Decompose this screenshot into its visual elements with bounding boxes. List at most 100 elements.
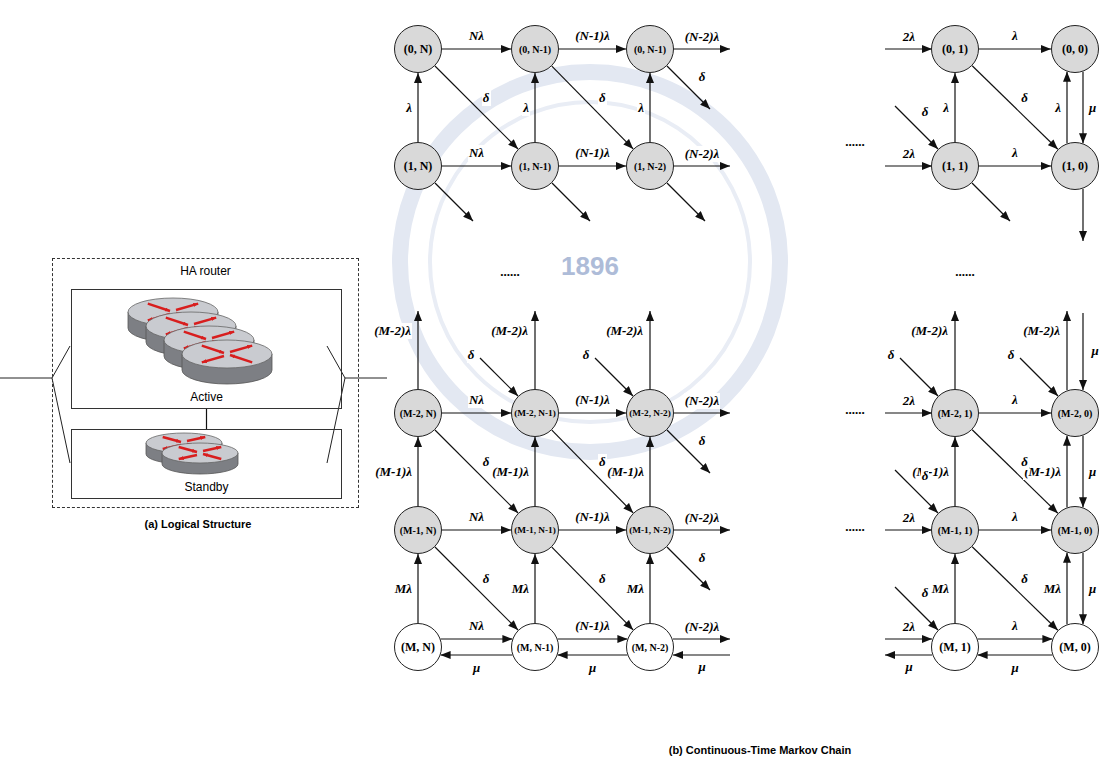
router-icons	[128, 298, 272, 474]
ellipsis: ......	[500, 264, 520, 280]
router-arrow	[212, 332, 234, 338]
rate-label: 2λ	[902, 619, 916, 635]
node-label: (M, N-2)	[632, 642, 669, 653]
rate-label: μ	[904, 659, 913, 675]
node-label: (1, N)	[404, 159, 433, 174]
rate-label: δ	[1007, 347, 1016, 363]
rate-label: δ	[482, 90, 491, 106]
rate-label: δ	[698, 69, 707, 85]
open-arrow	[667, 430, 710, 473]
transition-arrow	[442, 165, 511, 166]
node-label: (M, 0)	[1059, 640, 1090, 655]
rate-label: μ	[1010, 660, 1019, 676]
rate-label: Nλ	[468, 509, 485, 525]
rate-label: (M-2)λ	[490, 323, 529, 339]
state-circle: (0, N-1)	[626, 25, 674, 73]
open-arrow	[885, 529, 932, 530]
rate-label: δ	[482, 571, 491, 587]
rate-label: 2λ	[902, 29, 916, 45]
state-circle: (M-1, N-1)	[511, 506, 559, 554]
transition-arrow	[979, 165, 1051, 166]
rate-label: (M-2)λ	[373, 323, 412, 339]
transition-arrow	[534, 554, 535, 623]
wire	[327, 346, 387, 378]
state-circle: (M-2, N-1)	[511, 389, 559, 437]
transition-arrow	[559, 529, 626, 530]
rate-label: λ	[1011, 509, 1019, 525]
open-arrow	[1082, 189, 1083, 241]
rate-label: (N-2)λ	[684, 146, 721, 162]
router-arrow	[179, 455, 197, 459]
transition-arrow	[559, 412, 626, 413]
state-circle: (M-2, 1)	[931, 389, 979, 437]
rate-label: Mλ	[626, 581, 645, 597]
state-circle: (1, 0)	[1051, 142, 1099, 190]
rate-label: λ	[637, 100, 645, 116]
state-circle: (1, N-2)	[626, 142, 674, 190]
rate-label: δ	[887, 347, 896, 363]
node-label: Active	[72, 390, 341, 404]
rate-label: (N-1)λ	[574, 392, 611, 408]
wire	[327, 378, 345, 463]
rate-label: (N-1)λ	[574, 618, 611, 634]
open-arrow	[673, 529, 730, 530]
transition-arrow	[979, 48, 1051, 49]
node-label: (0, N)	[404, 42, 433, 57]
rate-label: Mλ	[394, 581, 413, 597]
state-circle: (M, 1)	[931, 623, 979, 671]
wire	[0, 346, 70, 378]
rate-label: (M-1)λ	[374, 464, 413, 480]
node-label: (M-1, 0)	[1058, 525, 1092, 536]
node-label: (M-1, 1)	[938, 525, 972, 536]
ellipsis: ......	[845, 134, 865, 150]
state-circle: (M-2, N)	[394, 389, 442, 437]
rate-label: δ	[1020, 571, 1029, 587]
rate-label: (N-2)λ	[684, 510, 721, 526]
open-arrow	[885, 638, 932, 639]
state-circle: (0, 1)	[931, 25, 979, 73]
transition-arrow	[979, 412, 1051, 413]
rate-label: λ	[1011, 392, 1019, 408]
transition-arrow	[1066, 553, 1067, 625]
rate-label: δ	[698, 550, 707, 566]
rate-label: δ	[598, 90, 607, 106]
watermark-ring	[430, 102, 750, 422]
node-label: (M, 1)	[939, 640, 970, 655]
state-circle: (1, 1)	[931, 142, 979, 190]
rate-label: (M-1)λ	[1023, 464, 1062, 480]
transition-arrow	[417, 554, 418, 623]
rate-label: λ	[1011, 618, 1019, 634]
node-label: (M, N)	[401, 640, 435, 655]
transition-arrow	[559, 48, 626, 49]
rate-label: Nλ	[468, 145, 485, 161]
rate-label: λ	[942, 100, 950, 116]
rate-label: μ	[697, 659, 706, 675]
open-arrow	[1066, 311, 1067, 390]
transition-arrow	[442, 48, 511, 49]
ellipsis: ......	[845, 402, 865, 418]
rate-label: (N-1)λ	[574, 145, 611, 161]
node-label: HA router	[53, 264, 358, 278]
open-arrow	[885, 412, 932, 413]
node-label: (M-2, 1)	[938, 408, 972, 419]
node-label: (M, N-1)	[517, 642, 554, 653]
state-circle: (M, N)	[394, 623, 442, 671]
watermark-ring	[400, 72, 780, 452]
rate-label: λ	[522, 100, 530, 116]
rate-label: μ	[588, 660, 597, 676]
router-arrow	[166, 318, 188, 325]
node-label: (1, 0)	[1062, 159, 1088, 174]
state-circle: (M-2, N-2)	[626, 389, 674, 437]
rate-label: μ	[1088, 464, 1097, 480]
router-arrow	[179, 447, 197, 452]
open-arrow	[1082, 313, 1083, 390]
rate-label: δ	[921, 468, 930, 484]
rate-label: δ	[698, 433, 707, 449]
transition-arrow	[534, 73, 535, 142]
rate-label: Mλ	[931, 581, 950, 597]
router-arrow	[202, 346, 224, 353]
rate-label: (N-2)λ	[684, 393, 721, 409]
rate-label: Nλ	[468, 28, 485, 44]
state-circle: (M-1, N-2)	[626, 506, 674, 554]
